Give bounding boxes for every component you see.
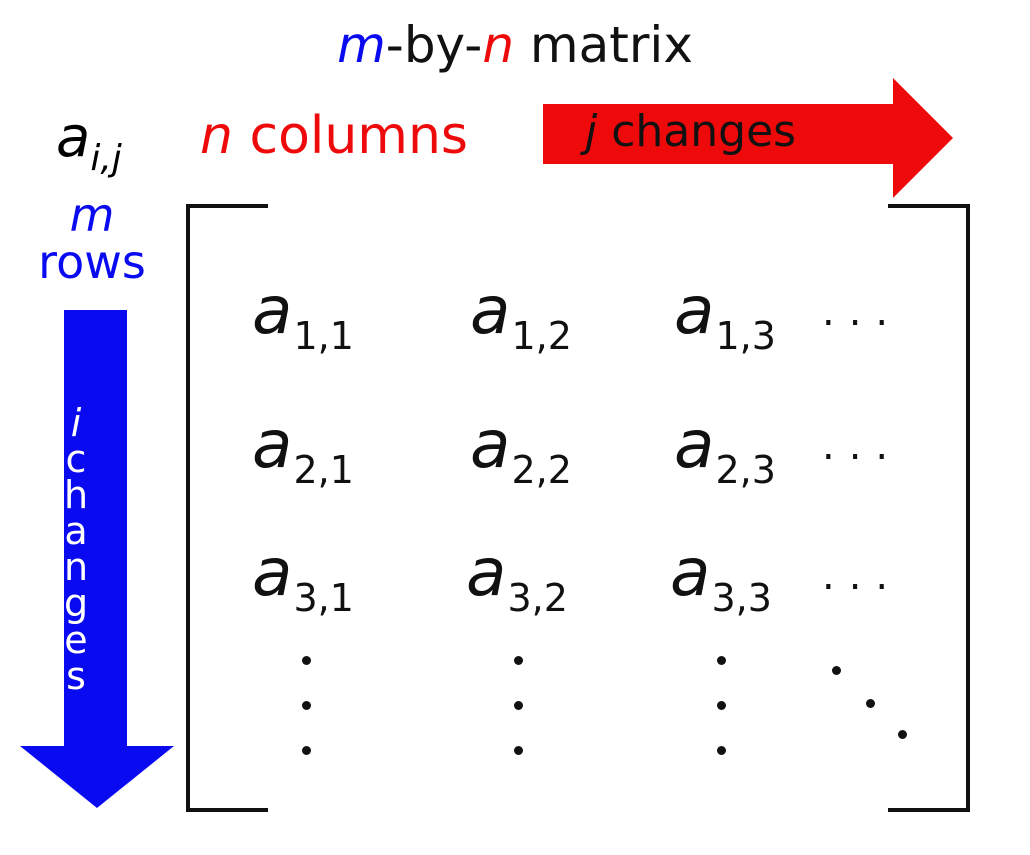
column-direction-var: j [585,106,598,157]
matrix-entry-index: 1,2 [511,314,572,358]
matrix-entry: a3,3 [670,540,772,620]
diagram-title: m-by-n matrix [0,20,1030,70]
row-direction-letter: h [63,473,89,518]
row-direction-arrow-shape [20,310,174,808]
rows-var: m [69,188,115,242]
matrix-entry-index: 1,1 [293,314,354,358]
matrix-entry-base: a [670,534,711,611]
matrix-entry-index: 3,3 [711,576,772,620]
row-direction-letter: a [64,509,88,554]
matrix-entry-index: 2,2 [511,448,572,492]
matrix-entry-base: a [674,272,715,349]
rows-label: m rows [28,192,156,286]
row-direction-letter: s [66,653,86,698]
matrix-entry-base: a [470,406,511,483]
row-direction-arrow [20,310,174,808]
matrix-entry-index: 3,2 [507,576,568,620]
columns-var: n [200,106,233,166]
matrix-entry-base: a [252,272,293,349]
row-direction-letter: g [63,581,89,626]
right-bracket [888,204,970,812]
matrix-entry-index: 2,1 [293,448,354,492]
columns-word: columns [232,106,469,166]
matrix-entry: a3,2 [466,540,568,620]
row-ellipsis: ... [822,423,903,469]
row-direction-letter: e [64,617,88,662]
matrix-entry-base: a [252,406,293,483]
matrix-entry: a1,3 [674,278,776,358]
matrix-entry-index: 1,3 [715,314,776,358]
column-direction-arrow [543,78,953,198]
column-direction-word: changes [597,106,797,157]
title-word: matrix [514,16,693,74]
column-direction-label: j changes [585,110,796,154]
matrix-entry-base: a [674,406,715,483]
left-bracket [186,204,268,812]
generic-element-base: a [56,105,91,170]
matrix-entry-base: a [466,534,507,611]
generic-element-label: ai,j [56,110,122,177]
matrix-entry: a3,1 [252,540,354,620]
matrix-entry-base: a [252,534,293,611]
matrix-entry-base: a [470,272,511,349]
title-n: n [482,16,515,74]
column-direction-arrow-shape [543,78,953,198]
title-by: -by- [385,16,483,74]
matrix-entry: a1,1 [252,278,354,358]
row-direction-label: i c h a n g e s [62,401,90,698]
row-ellipsis: ... [822,289,903,335]
row-ellipsis: ... [822,553,903,599]
matrix-entry: a2,1 [252,412,354,492]
matrix-brackets [186,204,970,812]
rows-word: rows [38,234,146,289]
row-direction-letter: c [65,437,87,482]
title-m: m [337,16,386,74]
generic-element-subscript: i,j [90,138,122,179]
row-direction-letter: n [63,545,89,590]
matrix-entry-index: 3,1 [293,576,354,620]
matrix-entry: a1,2 [470,278,572,358]
matrix-entry-index: 2,3 [715,448,776,492]
matrix-entry: a2,3 [674,412,776,492]
row-direction-var: i [70,401,82,445]
matrix-entry: a2,2 [470,412,572,492]
columns-label: n columns [200,110,468,162]
